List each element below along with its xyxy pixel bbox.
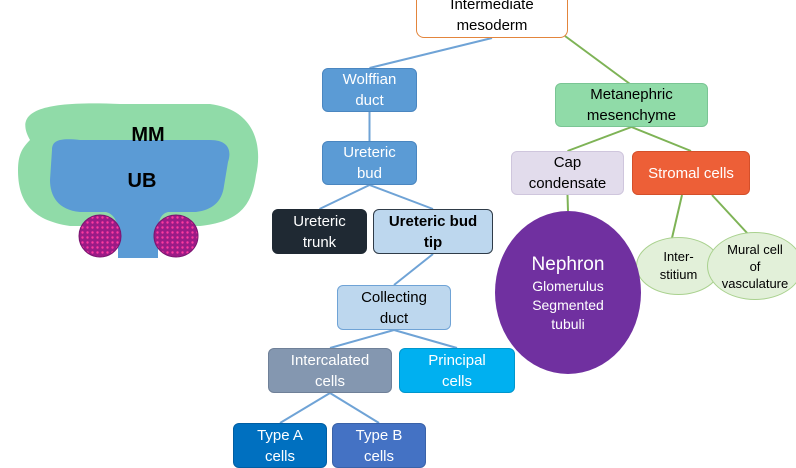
mural-cell-node: Mural cell of vasculature [707,232,796,300]
edge-stromal-cells-to-interstitium [671,194,683,239]
stromal-cells-node: Stromal cells [632,151,750,195]
connector-lines [279,35,749,424]
intercalated-cells-node: Intercalated cells [268,348,392,393]
nephron-title: Nephron [531,253,605,275]
edge-metanephric-mesenchyme-to-cap-condensate [567,126,632,152]
ureteric-trunk-node: Ureteric trunk [272,209,367,254]
cap-condensate-node: Cap condensate [511,151,624,195]
nephron-line-2: Segmented [532,296,604,313]
intermediate-mesoderm-node: Intermediate mesoderm [416,0,568,38]
collecting-duct-node: Collecting duct [337,285,451,330]
edge-metanephric-mesenchyme-to-stromal-cells [631,126,692,152]
edge-cap-condensate-to-nephron [566,194,569,212]
cap-mesenchyme-cluster-left [78,214,122,258]
mm-label: MM [131,124,165,146]
ureteric-bud-shape [50,139,230,258]
nephron-line-3: tubuli [551,315,585,332]
edge-ureteric-bud-to-ureteric-bud-tip [369,184,434,210]
edge-collecting-duct-to-principal-cells [393,329,458,349]
edge-ureteric-bud-to-ureteric-trunk [319,184,370,210]
type-a-node: Type A cells [233,423,327,468]
edge-intermediate-mesoderm-to-metanephric-mesenchyme [564,35,631,85]
edge-ureteric-bud-tip-to-collecting-duct [393,253,434,286]
ub-label: UB [127,170,157,192]
ureteric-bud-tip-node: Ureteric bud tip [373,209,493,254]
cap-mesenchyme-cluster-right [153,214,199,258]
edge-stromal-cells-to-mural-cell [711,194,749,235]
nephron-node: Nephron Glomerulus Segmented tubuli [495,211,641,374]
edge-intercalated-cells-to-type-b [329,392,380,424]
type-b-node: Type B cells [332,423,426,468]
edge-intercalated-cells-to-type-a [279,392,331,424]
principal-cells-node: Principal cells [399,348,515,393]
nephron-line-1: Glomerulus [532,277,604,294]
edge-intermediate-mesoderm-to-wolffian-duct [369,37,493,69]
metanephric-mesenchyme-node: Metanephric mesenchyme [555,83,708,127]
kidney-illustration [18,103,259,258]
wolffian-duct-node: Wolffian duct [322,68,417,112]
edge-collecting-duct-to-intercalated-cells [329,329,395,349]
ureteric-bud-node: Ureteric bud [322,141,417,185]
